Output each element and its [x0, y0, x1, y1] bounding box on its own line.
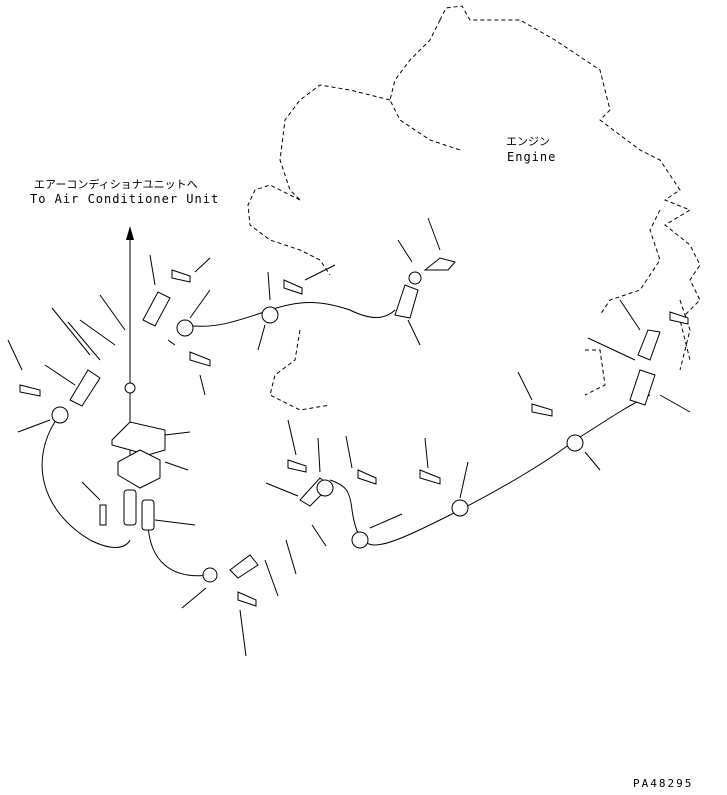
ac-unit-label-en: To Air Conditioner Unit	[30, 192, 220, 206]
engine-label-jp: エンジン	[506, 135, 550, 148]
engine-outline	[247, 5, 701, 411]
hose-lines	[41, 302, 651, 577]
clamps	[51, 271, 584, 583]
bolts	[19, 269, 689, 607]
engine-label-en: Engine	[507, 150, 557, 164]
leader-lines	[7, 217, 691, 657]
mounting-bracket	[111, 421, 166, 489]
hose-segments	[69, 257, 661, 579]
drawing-code: PA48295	[633, 777, 694, 790]
ac-unit-label-jp: エアーコンディショナユニットへ	[34, 178, 198, 191]
